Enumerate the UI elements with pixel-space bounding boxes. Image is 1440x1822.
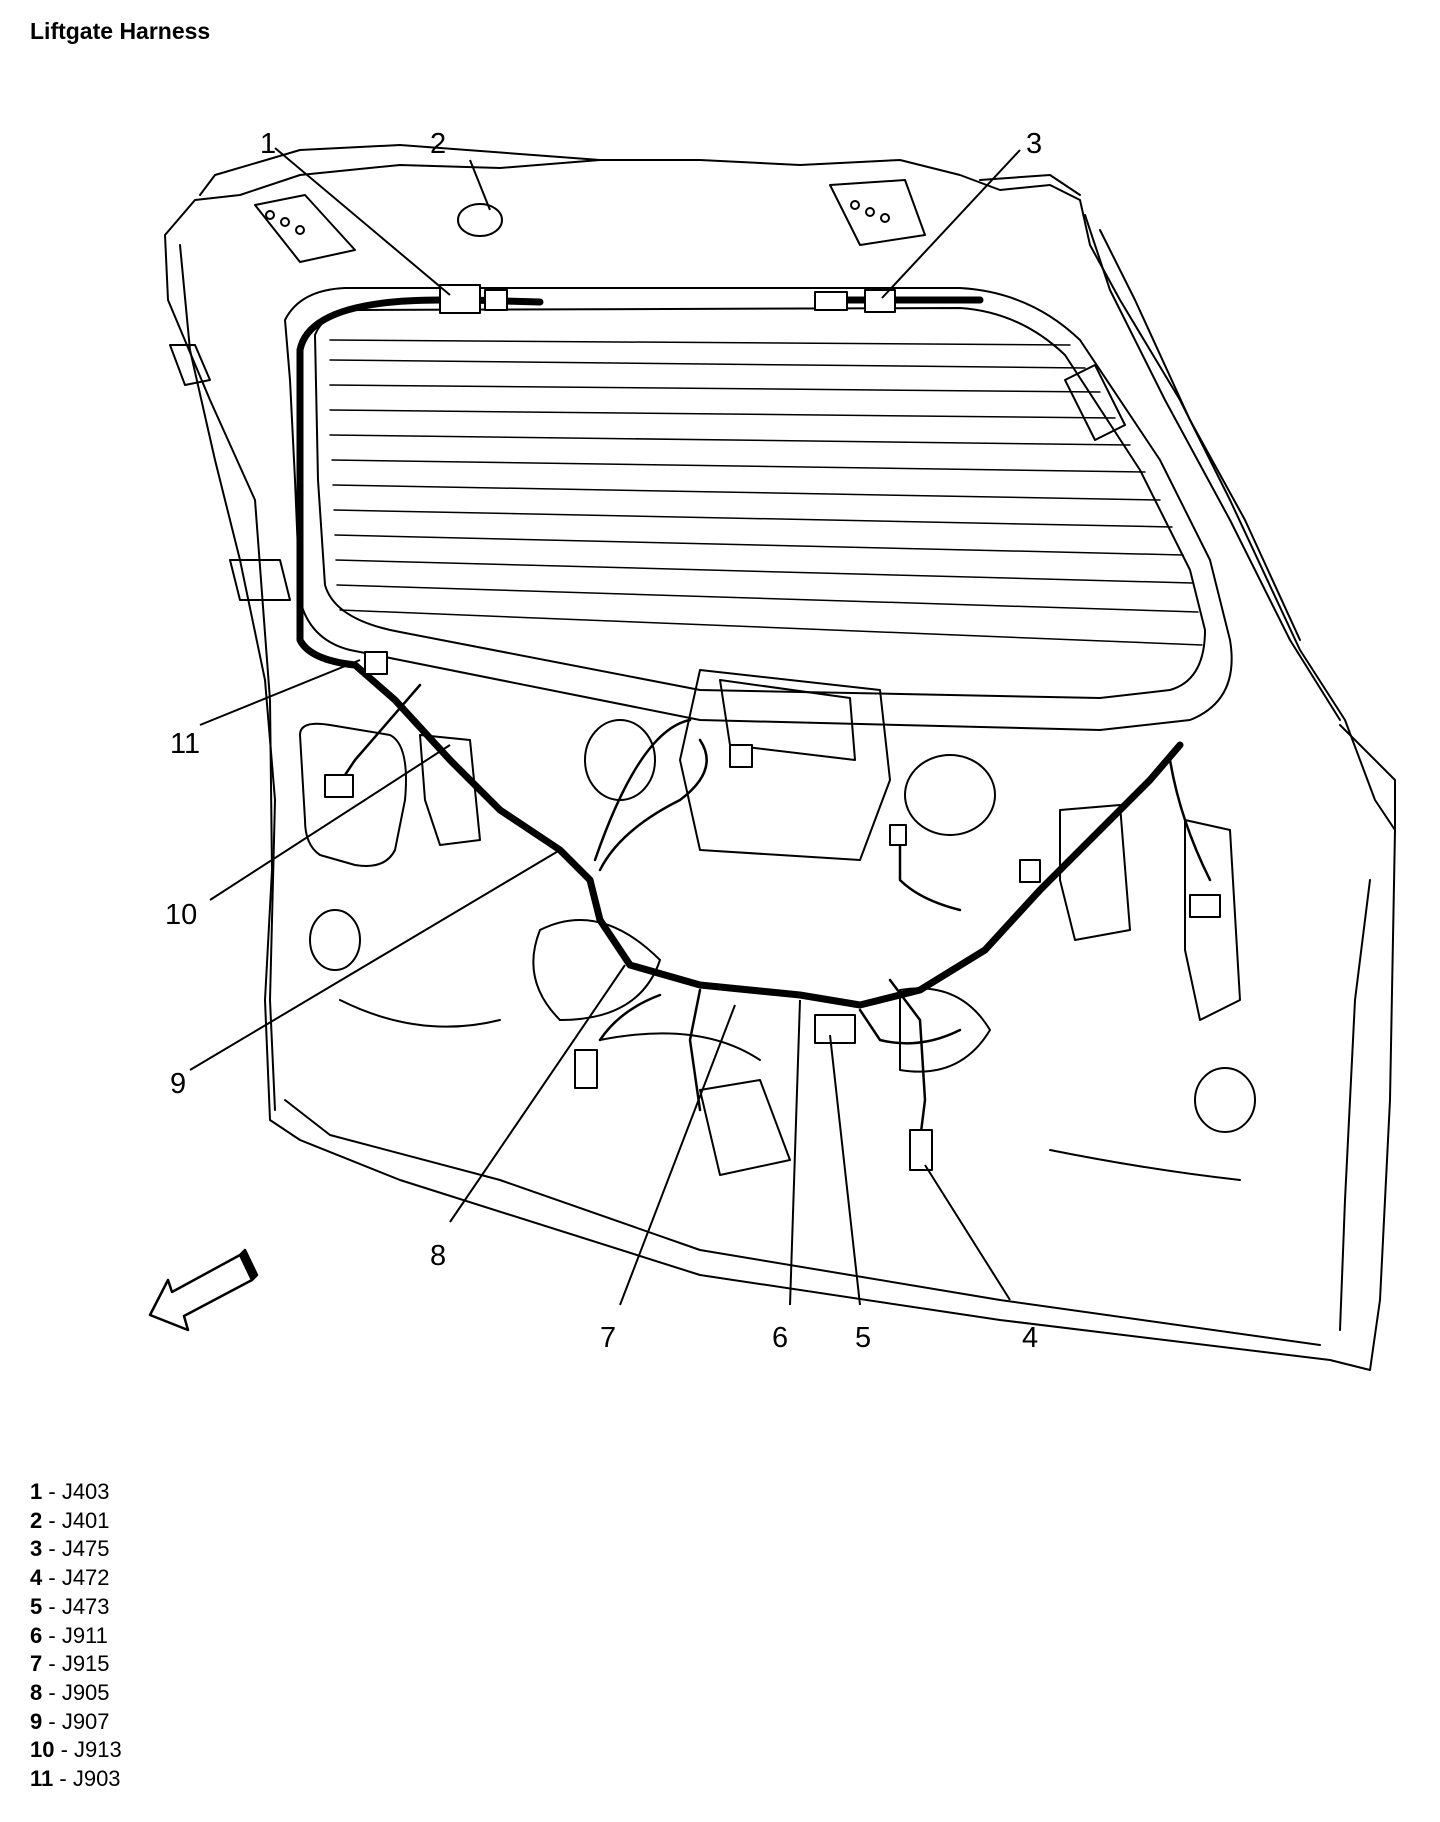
leader-line-11 [199,659,361,726]
legend: 1 - J403 2 - J401 3 - J475 4 - J472 5 - … [30,1478,122,1794]
legend-row: 2 - J401 [30,1507,110,1533]
callout-4: 4 [1022,1322,1038,1354]
callout-10: 10 [165,899,197,931]
legend-row: 7 - J915 [30,1651,110,1677]
leader-line-1 [274,147,451,296]
leader-line-10 [209,744,451,901]
diagram-title: Liftgate Harness [30,18,211,44]
direction-arrow-icon [148,1248,259,1332]
connector-j475 [864,289,896,313]
callout-7: 7 [600,1322,616,1354]
leader-line-3 [881,149,1021,299]
callout-3: 3 [1026,128,1042,160]
leader-line-8 [449,964,626,1223]
legend-row: 10 - J913 [30,1737,122,1763]
leader-line-4 [924,1164,1011,1301]
harness-main [296,296,1184,1009]
callout-9: 9 [170,1068,186,1100]
legend-row: 6 - J911 [30,1622,108,1648]
leader-line-5 [829,1034,861,1306]
connector-j913 [324,774,354,798]
legend-row: 3 - J475 [30,1536,110,1562]
callout-11: 11 [170,728,200,760]
leader-line-7 [619,1004,736,1306]
legend-row: 9 - J907 [30,1708,110,1734]
callout-6: 6 [772,1322,788,1354]
leader-line-2 [469,159,491,211]
legend-row: 5 - J473 [30,1593,110,1619]
connector-j472 [909,1129,933,1171]
connector-j473 [814,1014,856,1044]
legend-row: 4 - J472 [30,1565,110,1591]
callout-2: 2 [430,128,446,160]
liftgate-diagram: 1 2 3 4 5 6 7 8 9 10 11 [148,128,1396,1371]
legend-row: 11 - J903 [30,1766,121,1792]
connector-j903 [364,651,388,675]
legend-row: 1 - J403 [30,1479,110,1504]
rear-window-opening [284,287,1233,731]
callout-5: 5 [855,1322,871,1354]
legend-row: 8 - J905 [30,1679,110,1705]
callout-8: 8 [430,1240,446,1272]
leader-line-9 [189,849,561,1071]
leader-line-6 [789,999,801,1306]
connector-j403 [439,284,481,314]
liftgate-outline [164,159,1396,1371]
callout-1: 1 [260,128,276,160]
